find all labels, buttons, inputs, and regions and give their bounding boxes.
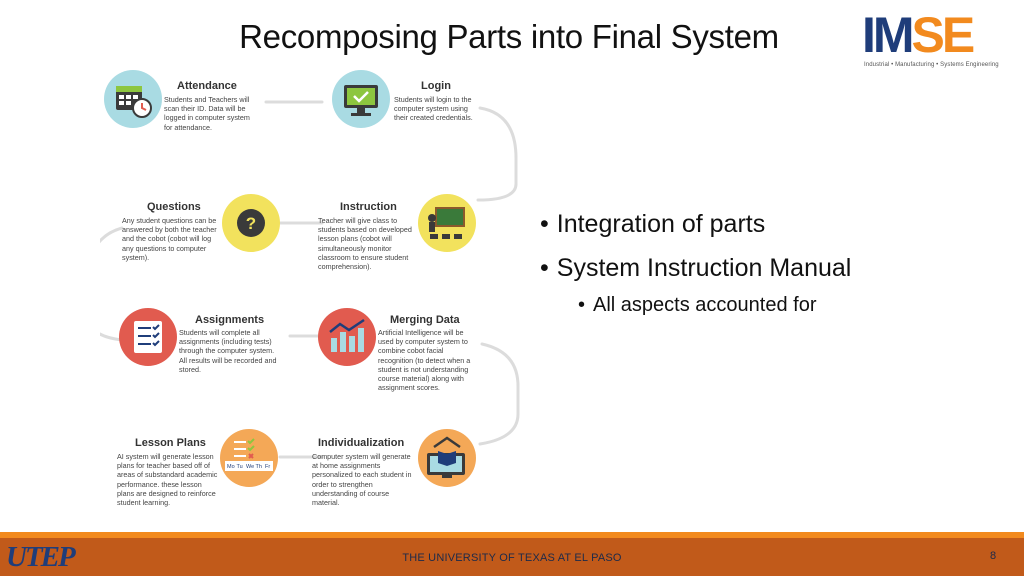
merging-data-title: Merging Data [390,314,460,326]
footer-bar [0,538,1024,576]
questions-title: Questions [147,201,201,213]
home-study-icon [418,429,476,487]
page-number: 8 [990,550,997,562]
instruction-title: Instruction [340,201,397,213]
bullet-instruction-manual: •System Instruction Manual [540,254,852,282]
attendance-icon [104,70,162,128]
imse-tagline: Industrial • Manufacturing • Systems Eng… [864,62,999,68]
footer-accent-bar [0,532,1024,538]
imse-logo: IMSE Industrial • Manufacturing • System… [862,7,999,68]
footer-university-name: THE UNIVERSITY OF TEXAS AT EL PASO [402,552,622,564]
classroom-board-icon [418,194,476,252]
lesson-plans-title: Lesson Plans [135,437,206,449]
calendar-day-th: Th [256,464,262,470]
calendar-day-fr: Fr [265,464,270,470]
assignments-title: Assignments [195,314,265,326]
slide-title: Recomposing Parts into Final System [239,18,779,55]
calendar-plan-icon: Mo Tu We Th Fr [220,429,278,487]
individualization-title: Individualization [318,437,405,449]
bullet-integration: •Integration of parts [540,210,766,238]
checklist-icon [119,308,177,366]
svg-text:?: ? [246,214,256,233]
calendar-day-mo: Mo [227,464,235,470]
sub-bullet-aspects: •All aspects accounted for [578,294,817,316]
utep-logo: UTEP [6,541,76,573]
attendance-title: Attendance [177,80,237,92]
calendar-day-we: We [246,464,254,470]
login-title: Login [421,80,451,92]
login-computer-icon [332,70,390,128]
calendar-day-tu: Tu [237,464,243,470]
bar-chart-icon [318,308,376,366]
question-mark-icon: ? [222,194,280,252]
